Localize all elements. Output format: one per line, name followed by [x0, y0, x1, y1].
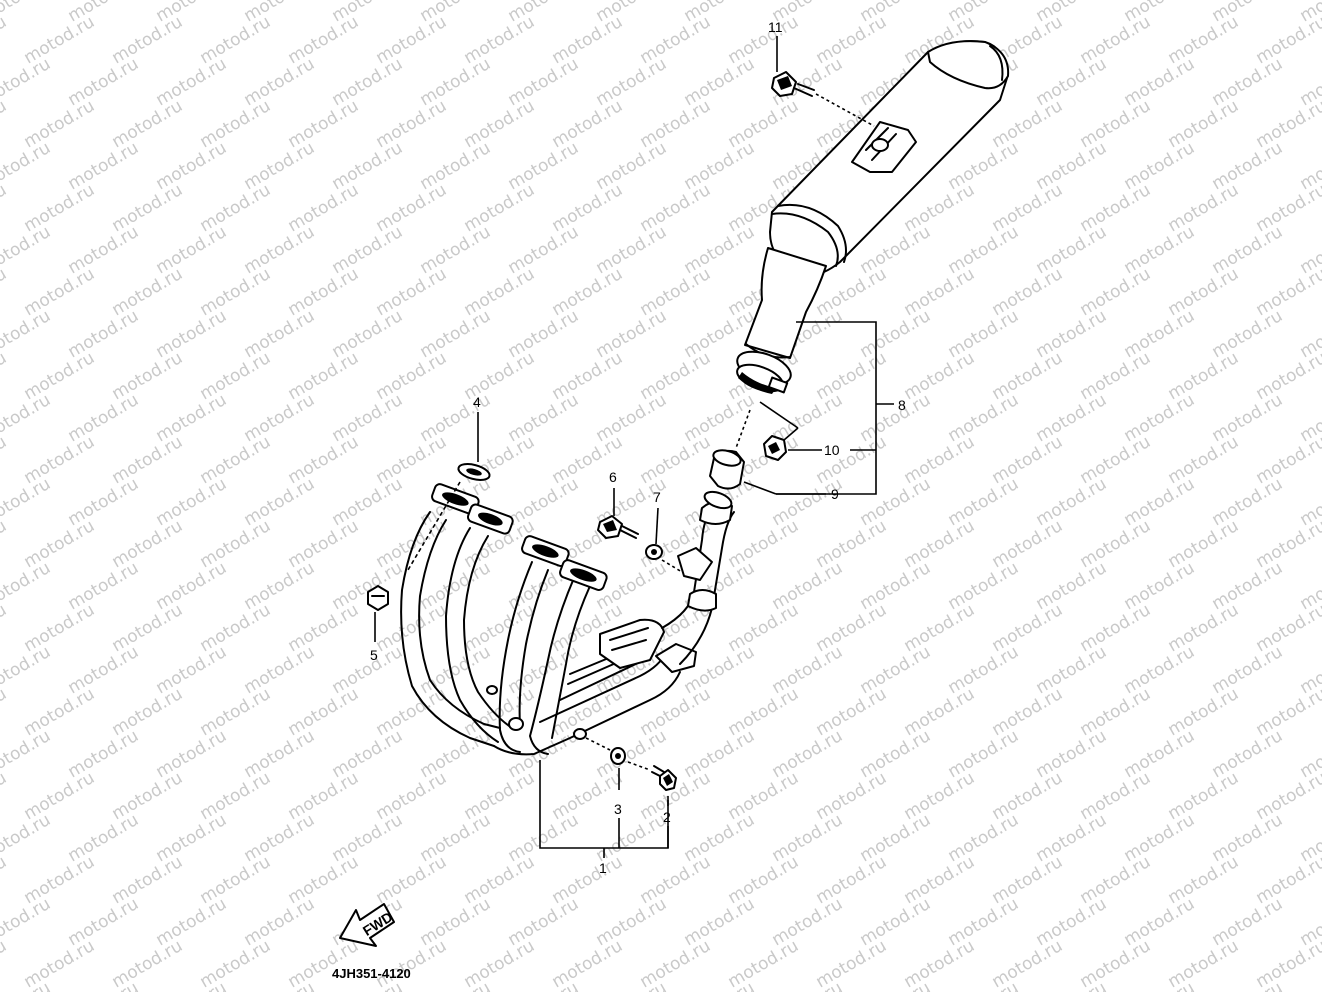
callout-9: 9: [831, 486, 839, 502]
callout-6: 6: [609, 469, 617, 485]
bolt-11: [771, 71, 875, 127]
forward-direction-arrow: FWD: [339, 903, 395, 947]
nut-10: [763, 435, 787, 461]
bolt-6: [597, 515, 639, 539]
nut-5: [367, 585, 389, 611]
callout-4: 4: [473, 394, 481, 410]
muffler: [736, 40, 1010, 394]
gasket-9: [709, 449, 745, 490]
washer-7: [645, 544, 663, 560]
callout-1: 1: [599, 860, 607, 876]
callout-11: 11: [768, 19, 783, 35]
callout-5: 5: [370, 647, 378, 663]
callout-3: 3: [614, 801, 622, 817]
bolt-2: [651, 765, 677, 791]
exhaust-header: [400, 490, 735, 756]
exhaust-flanges: [431, 483, 608, 591]
callout-7: 7: [653, 489, 661, 505]
callout-10: 10: [824, 442, 840, 458]
gasket-4: [457, 463, 491, 481]
leader-lines: [374, 36, 894, 858]
callout-2: 2: [663, 809, 671, 825]
washer-3: [610, 747, 626, 765]
callout-8: 8: [898, 397, 906, 413]
diagram-code: 4JH351-4120: [332, 966, 411, 981]
